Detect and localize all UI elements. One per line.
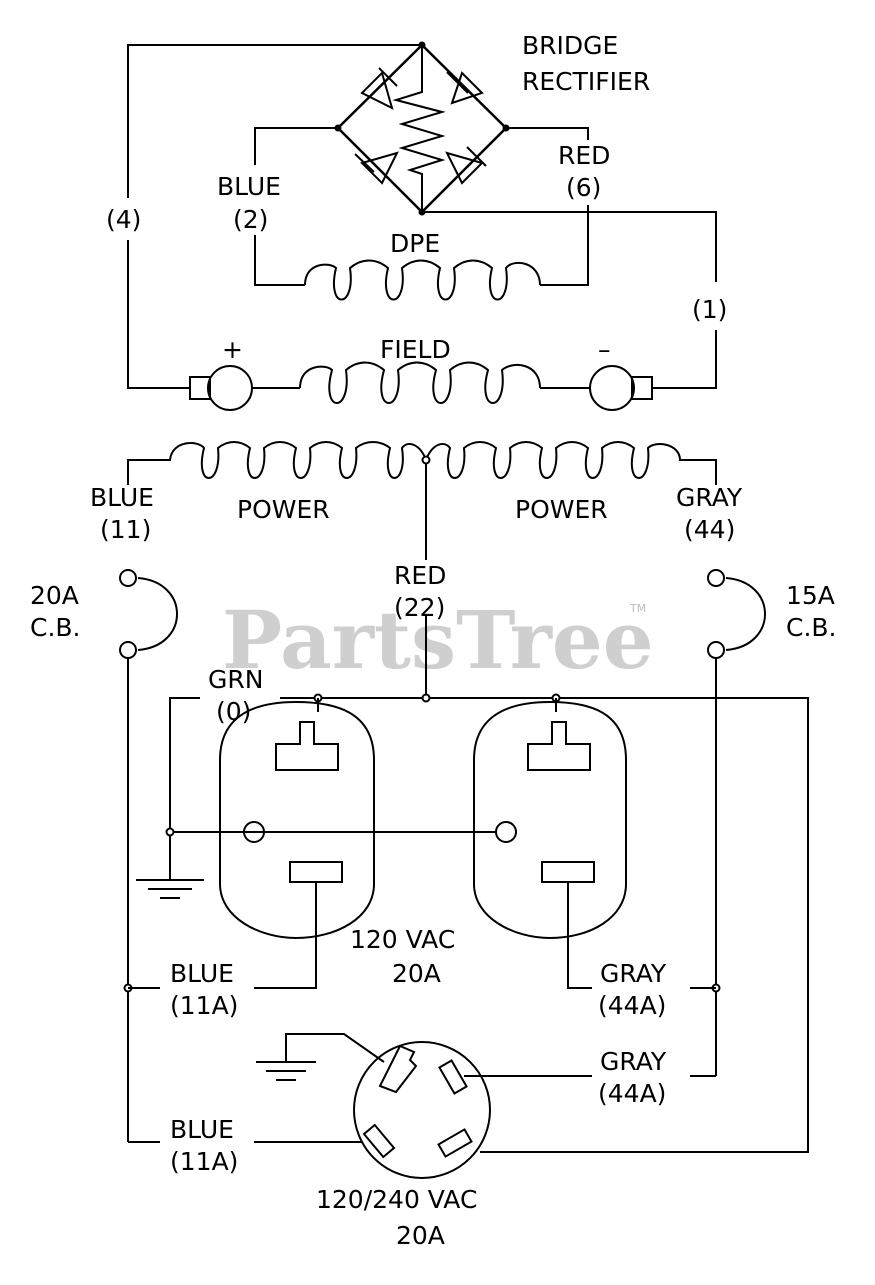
power-center-tap: [421, 455, 431, 465]
bridge-label: BRIDGE: [522, 31, 618, 60]
ground-symbol-1: [136, 879, 204, 899]
wire-1-lower: [652, 330, 717, 389]
field-label: FIELD: [380, 335, 451, 364]
gray-44a-2-num: (44A): [598, 1079, 666, 1108]
watermark: PartsTree: [222, 593, 654, 687]
wire-gray-44a-1-left: [567, 882, 592, 989]
wire-1-label: (1): [692, 295, 727, 324]
recept-120-volt: 120 VAC: [350, 925, 455, 954]
gray-44a-2-label: GRAY: [600, 1047, 667, 1076]
wire-blue-2-upper: [254, 127, 338, 165]
blue-11a-2-label: BLUE: [170, 1115, 234, 1144]
red-6-num: (6): [566, 173, 601, 202]
power-coil-right: [425, 441, 717, 485]
field-brush-plus: [189, 365, 253, 411]
wire-blue-11a-right: [254, 882, 317, 989]
watermark-tm: TM: [629, 602, 646, 615]
power-left-label: POWER: [237, 495, 330, 524]
wire-blue-2-lower: [254, 235, 305, 286]
wire-4-upper: [127, 44, 422, 198]
cb-20a-label: 20A: [30, 581, 79, 610]
cb-15a-label: 15A: [786, 581, 835, 610]
power-right-label: POWER: [515, 495, 608, 524]
circuit-breaker-20a: [119, 569, 178, 659]
minus-label: –: [598, 335, 611, 364]
blue-11a-1-num: (11A): [170, 991, 238, 1020]
blue-2-num: (2): [233, 205, 268, 234]
blue-2-label: BLUE: [217, 172, 281, 201]
wire-ground-2: [285, 1033, 385, 1063]
rectifier-label: RECTIFIER: [522, 67, 650, 96]
recept-240-volt: 120/240 VAC: [316, 1185, 477, 1214]
blue-11-label: BLUE: [90, 483, 154, 512]
recept-120-amp: 20A: [392, 959, 441, 988]
diode-top-left: [360, 67, 398, 110]
grn-label: GRN: [208, 665, 263, 694]
gray-44-label: GRAY: [676, 483, 743, 512]
receptacle-120v-right: [473, 698, 627, 940]
gray-44a-1-label: GRAY: [600, 959, 667, 988]
ground-node: [165, 827, 175, 837]
diode-bottom-right: [445, 146, 487, 185]
receptacle-120v-left: [219, 698, 375, 940]
diode-top-right: [446, 71, 484, 105]
wire-1-upper: [422, 211, 717, 282]
neutral-node-2: [421, 693, 431, 703]
neutral-bus: [280, 697, 809, 1153]
bridge-resistor: [392, 45, 446, 212]
dpe-coil: [304, 259, 541, 301]
wire-4-lower: [127, 240, 190, 389]
recept-240-amp: 20A: [396, 1221, 445, 1250]
bridge-rectifier: [334, 41, 510, 216]
blue-11a-2-num: (11A): [170, 1147, 238, 1176]
wire-4-label: (4): [106, 205, 141, 234]
ground-symbol-2: [256, 1061, 316, 1081]
power-coil-left: [127, 441, 427, 485]
gray-44-num: (44): [684, 515, 735, 544]
red-6-label: RED: [558, 141, 610, 170]
red-22-num: (22): [394, 593, 445, 622]
wire-red-6-upper: [506, 127, 589, 140]
blue-11a-1-label: BLUE: [170, 959, 234, 988]
blue-11-num: (11): [100, 515, 151, 544]
field-coil: [299, 361, 541, 404]
wire-grn-0: [169, 697, 200, 880]
receptacle-240v: [353, 1041, 491, 1179]
diode-bottom-left: [354, 151, 399, 185]
red-22-label: RED: [394, 561, 446, 590]
cb-20a-cb: C.B.: [30, 613, 81, 642]
gray-44a-1-num: (44A): [598, 991, 666, 1020]
dpe-label: DPE: [390, 229, 440, 258]
circuit-breaker-15a: [707, 569, 766, 659]
wire-red-6-lower: [540, 205, 589, 286]
field-brush-minus: [589, 365, 653, 411]
plus-label: +: [222, 335, 243, 364]
cb-15a-cb: C.B.: [786, 613, 837, 642]
